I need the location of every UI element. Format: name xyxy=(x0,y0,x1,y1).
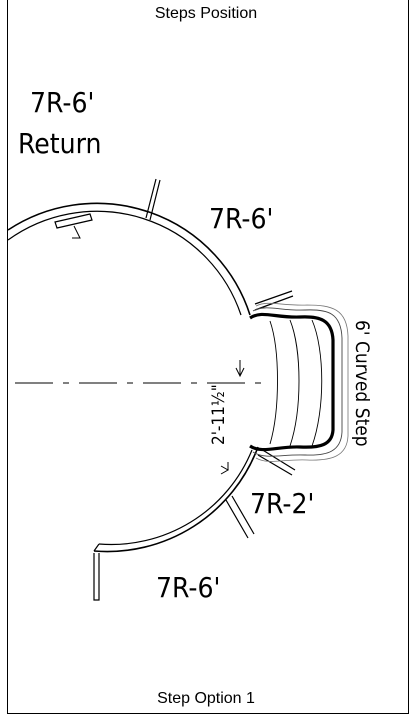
label-right-small: 7R-2' xyxy=(250,487,314,520)
label-bottom: 7R-6' xyxy=(156,571,220,604)
page-title: Steps Position xyxy=(154,5,258,22)
ladder-post-right-upper xyxy=(254,290,294,311)
label-return-line2: Return xyxy=(18,127,101,160)
pool-wall-end xyxy=(93,543,100,552)
ladder-post-bottom-left xyxy=(93,553,100,601)
ladder-post-top xyxy=(145,178,161,221)
label-return-line1: 7R-6' xyxy=(30,86,94,119)
skimmer-icon xyxy=(54,213,93,239)
curved-step xyxy=(249,302,349,462)
pool-wall-inner xyxy=(7,210,253,546)
ladder-post-bottom-right xyxy=(225,495,255,539)
dimension-marker xyxy=(220,360,245,475)
ladder-post-right-lower xyxy=(257,448,296,476)
label-curved-step: 6' Curved Step xyxy=(351,320,373,447)
pool-wall-outer xyxy=(7,202,259,553)
footer-caption: Step Option 1 xyxy=(157,690,255,707)
drawing-frame xyxy=(7,0,409,714)
label-top-right: 7R-6' xyxy=(209,202,273,235)
label-dimension: 2'-11½" xyxy=(209,384,229,445)
